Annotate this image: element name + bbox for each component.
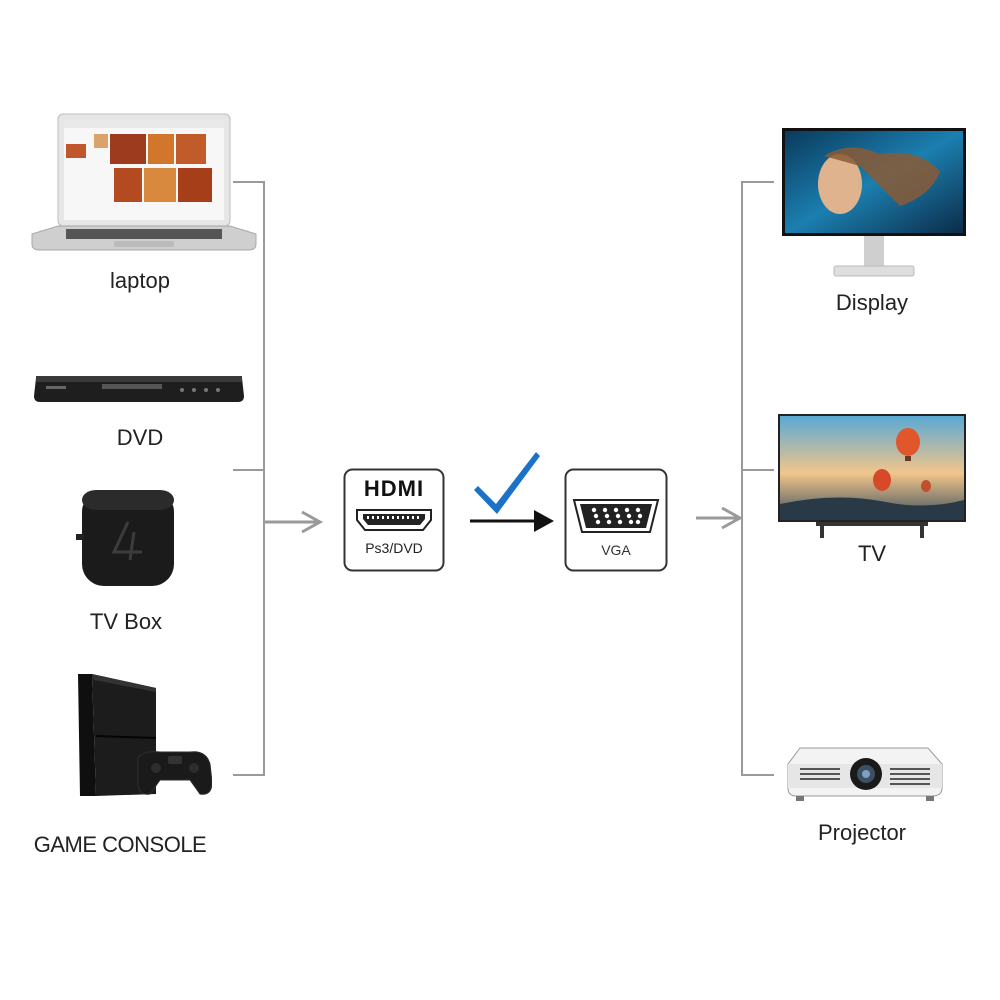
source-label-tvbox: TV Box <box>89 609 163 634</box>
conversion-arrow <box>470 510 554 532</box>
source-label-console: GAME CONSOLE <box>33 832 207 857</box>
vga-title: VGA <box>601 542 631 558</box>
source-label-laptop: laptop <box>110 268 170 293</box>
source-label-dvd: DVD <box>116 425 164 450</box>
output-label-projector: Projector <box>817 820 907 845</box>
tv-box-icon <box>76 490 174 586</box>
monitor-icon <box>782 128 966 277</box>
laptop-icon <box>31 113 257 251</box>
game-console-icon <box>78 674 212 796</box>
dvd-player-icon <box>34 376 244 402</box>
output-label-tv: TV <box>857 541 887 566</box>
vga-output-box <box>564 468 668 572</box>
right-bracket <box>741 181 774 776</box>
left-bracket <box>233 181 265 776</box>
vga-port-icon <box>572 499 660 533</box>
left-arrow <box>264 510 324 534</box>
tv-icon <box>778 414 966 538</box>
hdmi-title: HDMI <box>363 476 425 501</box>
output-label-display: Display <box>835 290 909 315</box>
hdmi-port-icon <box>356 509 432 531</box>
hdmi-subtitle: Ps3/DVD <box>365 540 423 556</box>
right-arrow <box>696 506 744 530</box>
checkmark-icon <box>474 452 540 514</box>
hdmi-input-box <box>343 468 445 572</box>
projector-icon <box>787 747 943 801</box>
